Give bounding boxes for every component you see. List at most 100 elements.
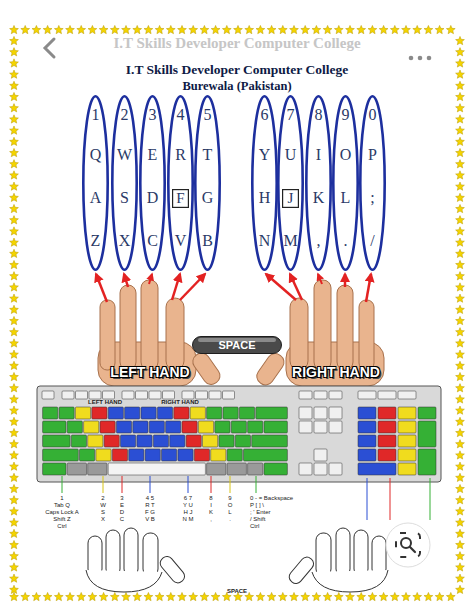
keyboard-key (67, 463, 86, 475)
finger-oval: 1QAZ (82, 95, 109, 271)
keyboard-key (398, 463, 416, 475)
border-star (10, 260, 19, 268)
border-star (10, 552, 19, 560)
finger-key-legend: 0 - = Backspace (250, 495, 293, 501)
border-star (456, 59, 465, 67)
finger-key-legend: / Shift (250, 516, 265, 522)
border-star (456, 227, 465, 235)
border-star (290, 25, 299, 33)
border-star (43, 592, 52, 600)
keyboard-key (89, 391, 101, 399)
border-star (10, 361, 19, 369)
border-star (456, 518, 465, 526)
keyboard-key (223, 407, 238, 419)
border-star (456, 81, 465, 89)
border-star (267, 592, 276, 600)
home-key-letter: J (282, 189, 299, 208)
border-star (456, 238, 465, 246)
keyboard-key (62, 391, 74, 399)
keyboard-key (163, 391, 175, 399)
finger-key-legend: W (0, 502, 253, 508)
border-star (456, 137, 465, 145)
border-star (155, 25, 164, 33)
border-star (346, 25, 355, 33)
finger-oval: 2WSX (111, 95, 138, 271)
border-star (32, 25, 41, 33)
keyboard-key (418, 421, 436, 447)
key-letter: M (277, 231, 304, 251)
border-star (446, 25, 455, 33)
finger-key-legend: X (0, 516, 253, 522)
keyboard-key (198, 421, 213, 433)
finger-key-legend: ; ' Enter (250, 509, 271, 515)
keyboard-key (378, 407, 396, 419)
key-letter: , (305, 231, 332, 251)
keyboard-key (157, 407, 172, 419)
border-star (357, 592, 366, 600)
border-star (379, 592, 388, 600)
keyboard-key (219, 435, 234, 447)
border-star (390, 25, 399, 33)
finger-oval: 3EDC (139, 95, 166, 271)
key-letter: N (251, 231, 278, 251)
finger-oval: 8IK, (305, 95, 332, 271)
keyboard-label: LEFT HAND (0, 399, 255, 405)
border-star (10, 115, 19, 123)
key-letter: 6 (251, 105, 278, 125)
keyboard-key (196, 391, 208, 399)
keyboard-key (92, 407, 107, 419)
keyboard-key (182, 391, 194, 399)
keyboard-key (398, 449, 416, 461)
border-star (66, 592, 75, 600)
border-star (357, 25, 366, 33)
key-letter: D (139, 188, 166, 208)
border-star (456, 193, 465, 201)
border-star (155, 592, 164, 600)
keyboard-key (314, 421, 327, 433)
keyboard-key (358, 449, 376, 461)
border-star (456, 160, 465, 168)
border-star (379, 25, 388, 33)
keyboard-key (190, 407, 205, 419)
keyboard-key (121, 435, 136, 447)
border-star (456, 462, 465, 470)
border-star (211, 25, 220, 33)
finger-key-legend: . (80, 516, 380, 522)
keyboard-key (100, 421, 115, 433)
border-star (10, 484, 19, 492)
finger-key-legend: Ctrl (250, 523, 259, 529)
finger-key-legend: I (61, 502, 361, 508)
border-star (21, 592, 30, 600)
border-star (10, 204, 19, 212)
keyboard-key (223, 391, 235, 399)
border-star (456, 507, 465, 515)
keyboard-key (314, 449, 327, 461)
keyboard-key (103, 391, 115, 399)
finger-key-legend: 9 (80, 495, 380, 501)
key-letter: O (332, 145, 359, 165)
keyboard-key (174, 407, 189, 419)
keyboard-key (248, 421, 263, 433)
keyboard-key (182, 421, 197, 433)
keyboard-key (378, 449, 396, 461)
border-star (189, 25, 198, 33)
border-star (10, 574, 19, 582)
keyboard-key (162, 449, 177, 461)
keyboard-key (358, 463, 396, 475)
border-star (10, 272, 19, 280)
border-star (456, 484, 465, 492)
keyboard-key (264, 463, 287, 475)
border-star (456, 563, 465, 571)
keyboard-key (88, 463, 107, 475)
keyboard-key (418, 407, 436, 419)
key-letter: R (167, 145, 194, 165)
border-star (10, 316, 19, 324)
key-letter: K (305, 188, 332, 208)
keyboard-key (314, 391, 327, 399)
border-star (122, 25, 131, 33)
border-star (10, 451, 19, 459)
key-letter: G (194, 188, 221, 208)
key-letter: U (277, 145, 304, 165)
border-star (10, 384, 19, 392)
border-star (10, 36, 19, 44)
